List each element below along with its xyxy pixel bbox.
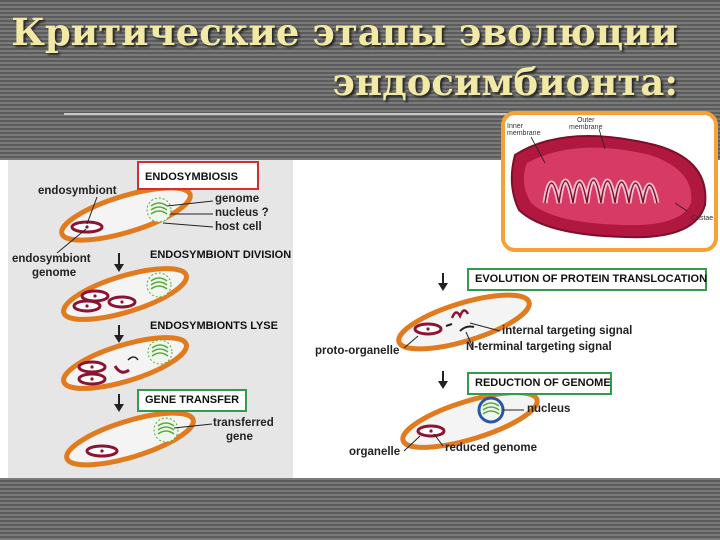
stage-reduction-of-genome: REDUCTION OF GENOME bbox=[467, 372, 612, 395]
label-genome: genome bbox=[215, 194, 259, 206]
arrow-down-1 bbox=[114, 253, 124, 272]
label-reduced-genome: reduced genome bbox=[445, 443, 537, 455]
label-n-terminal-targeting-signal: N-terminal targeting signal bbox=[466, 342, 612, 354]
stage-endosymbiosis: ENDOSYMBIOSIS bbox=[137, 161, 259, 190]
stage-endosymbiont-division: ENDOSYMBIONT DIVISION bbox=[150, 250, 291, 261]
stage-evolution-protein-translocation: EVOLUTION OF PROTEIN TRANSLOCATION bbox=[467, 268, 707, 291]
arrow-down-3 bbox=[114, 394, 124, 412]
label-nucleus-question: nucleus ? bbox=[215, 208, 269, 220]
cristae-label: Cristae bbox=[691, 215, 713, 222]
host-cell-4 bbox=[62, 402, 199, 475]
label-gene: gene bbox=[226, 432, 253, 444]
label-nucleus: nucleus bbox=[527, 404, 570, 416]
label-proto-organelle: proto-organelle bbox=[315, 346, 399, 358]
label-endosymbiont: endosymbiont bbox=[38, 186, 117, 198]
arrow-down-2 bbox=[114, 325, 124, 343]
stage-gene-transfer: GENE TRANSFER bbox=[137, 389, 247, 412]
label-host-cell: host cell bbox=[215, 222, 262, 234]
label-transferred: transferred bbox=[213, 418, 274, 430]
label-endosymbiont-genome-1: endosymbiont bbox=[12, 254, 91, 266]
arrow-down-5 bbox=[438, 371, 448, 389]
nucleus-1 bbox=[147, 198, 171, 222]
label-internal-targeting-signal: internal targeting signal bbox=[502, 326, 632, 338]
label-organelle: organelle bbox=[349, 447, 400, 459]
arrow-down-4 bbox=[438, 273, 448, 291]
label-endosymbiont-genome-2: genome bbox=[32, 268, 76, 280]
stage-endosymbionts-lyse: ENDOSYMBIONTS LYSE bbox=[150, 321, 278, 332]
